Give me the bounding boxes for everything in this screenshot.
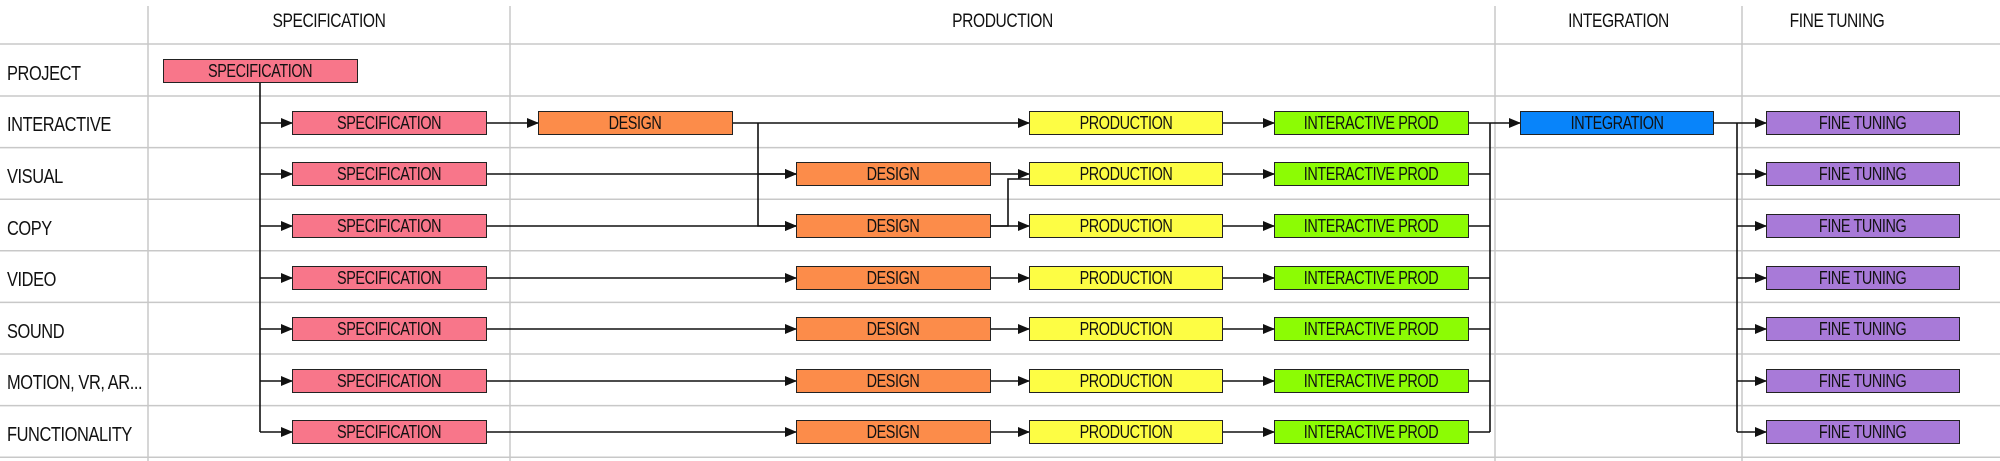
- box-label: SPECIFICATION: [337, 267, 442, 288]
- box-label: FINE TUNING: [1819, 163, 1907, 184]
- production-box: PRODUCTION: [1029, 369, 1223, 393]
- box-label: FINE TUNING: [1819, 267, 1907, 288]
- project-specification-box: SPECIFICATION: [163, 59, 358, 83]
- box-label: SPECIFICATION: [208, 60, 313, 81]
- column-header-integration: INTEGRATION: [1568, 11, 1669, 32]
- design-box: DESIGN: [796, 317, 991, 341]
- interactive-prod-box: INTERACTIVE PROD: [1274, 317, 1469, 341]
- box-label: SPECIFICATION: [337, 163, 442, 184]
- column-header-production: PRODUCTION: [952, 11, 1053, 32]
- design-box: DESIGN: [796, 369, 991, 393]
- box-label: INTEGRATION: [1570, 112, 1664, 133]
- design-box: DESIGN: [796, 420, 991, 444]
- box-label: FINE TUNING: [1819, 421, 1907, 442]
- row-label-visual: VISUAL: [7, 166, 63, 188]
- interactive-prod-box: INTERACTIVE PROD: [1274, 111, 1469, 135]
- fine-tuning-box: FINE TUNING: [1766, 162, 1960, 186]
- box-label: FINE TUNING: [1819, 215, 1907, 236]
- box-label: FINE TUNING: [1819, 370, 1907, 391]
- column-header-fine-tuning: FINE TUNING: [1789, 11, 1885, 32]
- column-header-specification: SPECIFICATION: [272, 11, 386, 32]
- box-label: DESIGN: [609, 112, 662, 133]
- box-label: INTERACTIVE PROD: [1304, 267, 1439, 288]
- interactive-prod-box: INTERACTIVE PROD: [1274, 369, 1469, 393]
- fine-tuning-box: FINE TUNING: [1766, 111, 1960, 135]
- integration-box: INTEGRATION: [1520, 111, 1714, 135]
- fine-tuning-box: FINE TUNING: [1766, 214, 1960, 238]
- cross-link-line: [991, 178, 1029, 227]
- row-label-copy: COPY: [7, 218, 52, 240]
- fine-tuning-box: FINE TUNING: [1766, 369, 1960, 393]
- specification-box: SPECIFICATION: [292, 317, 487, 341]
- production-box: PRODUCTION: [1029, 111, 1223, 135]
- box-label: DESIGN: [867, 318, 920, 339]
- interactive-prod-box: INTERACTIVE PROD: [1274, 266, 1469, 290]
- box-label: PRODUCTION: [1079, 112, 1173, 133]
- specification-box: SPECIFICATION: [292, 111, 487, 135]
- row-label-sound: SOUND: [7, 321, 65, 343]
- box-label: INTERACTIVE PROD: [1304, 318, 1439, 339]
- design-box: DESIGN: [796, 266, 991, 290]
- box-label: FINE TUNING: [1819, 318, 1907, 339]
- specification-box: SPECIFICATION: [292, 214, 487, 238]
- production-box: PRODUCTION: [1029, 317, 1223, 341]
- box-label: INTERACTIVE PROD: [1304, 370, 1439, 391]
- row-label-functionality: FUNCTIONALITY: [7, 424, 132, 446]
- production-box: PRODUCTION: [1029, 420, 1223, 444]
- fine-tuning-box: FINE TUNING: [1766, 420, 1960, 444]
- box-label: DESIGN: [867, 215, 920, 236]
- interactive-prod-box: INTERACTIVE PROD: [1274, 420, 1469, 444]
- box-label: SPECIFICATION: [337, 318, 442, 339]
- box-label: DESIGN: [867, 163, 920, 184]
- design-box: DESIGN: [538, 111, 733, 135]
- specification-box: SPECIFICATION: [292, 266, 487, 290]
- box-label: SPECIFICATION: [337, 112, 442, 133]
- specification-box: SPECIFICATION: [292, 369, 487, 393]
- box-label: FINE TUNING: [1819, 112, 1907, 133]
- box-label: DESIGN: [867, 267, 920, 288]
- production-box: PRODUCTION: [1029, 214, 1223, 238]
- fine-tuning-box: FINE TUNING: [1766, 317, 1960, 341]
- specification-box: SPECIFICATION: [292, 162, 487, 186]
- row-label-interactive: INTERACTIVE: [7, 114, 111, 136]
- box-label: SPECIFICATION: [337, 421, 442, 442]
- box-label: PRODUCTION: [1079, 163, 1173, 184]
- box-label: PRODUCTION: [1079, 318, 1173, 339]
- box-label: SPECIFICATION: [337, 215, 442, 236]
- box-label: SPECIFICATION: [337, 370, 442, 391]
- production-box: PRODUCTION: [1029, 162, 1223, 186]
- row-label-motion-vr-ar: MOTION, VR, AR...: [7, 372, 143, 394]
- box-label: INTERACTIVE PROD: [1304, 163, 1439, 184]
- interactive-prod-box: INTERACTIVE PROD: [1274, 162, 1469, 186]
- box-label: INTERACTIVE PROD: [1304, 421, 1439, 442]
- box-label: INTERACTIVE PROD: [1304, 112, 1439, 133]
- row-label-video: VIDEO: [7, 269, 56, 291]
- box-label: DESIGN: [867, 370, 920, 391]
- fine-tuning-box: FINE TUNING: [1766, 266, 1960, 290]
- production-box: PRODUCTION: [1029, 266, 1223, 290]
- box-label: INTERACTIVE PROD: [1304, 215, 1439, 236]
- row-label-project: PROJECT: [7, 63, 81, 85]
- specification-box: SPECIFICATION: [292, 420, 487, 444]
- box-label: PRODUCTION: [1079, 215, 1173, 236]
- box-label: PRODUCTION: [1079, 370, 1173, 391]
- box-label: DESIGN: [867, 421, 920, 442]
- design-box: DESIGN: [796, 162, 991, 186]
- design-box: DESIGN: [796, 214, 991, 238]
- box-label: PRODUCTION: [1079, 421, 1173, 442]
- box-label: PRODUCTION: [1079, 267, 1173, 288]
- interactive-prod-box: INTERACTIVE PROD: [1274, 214, 1469, 238]
